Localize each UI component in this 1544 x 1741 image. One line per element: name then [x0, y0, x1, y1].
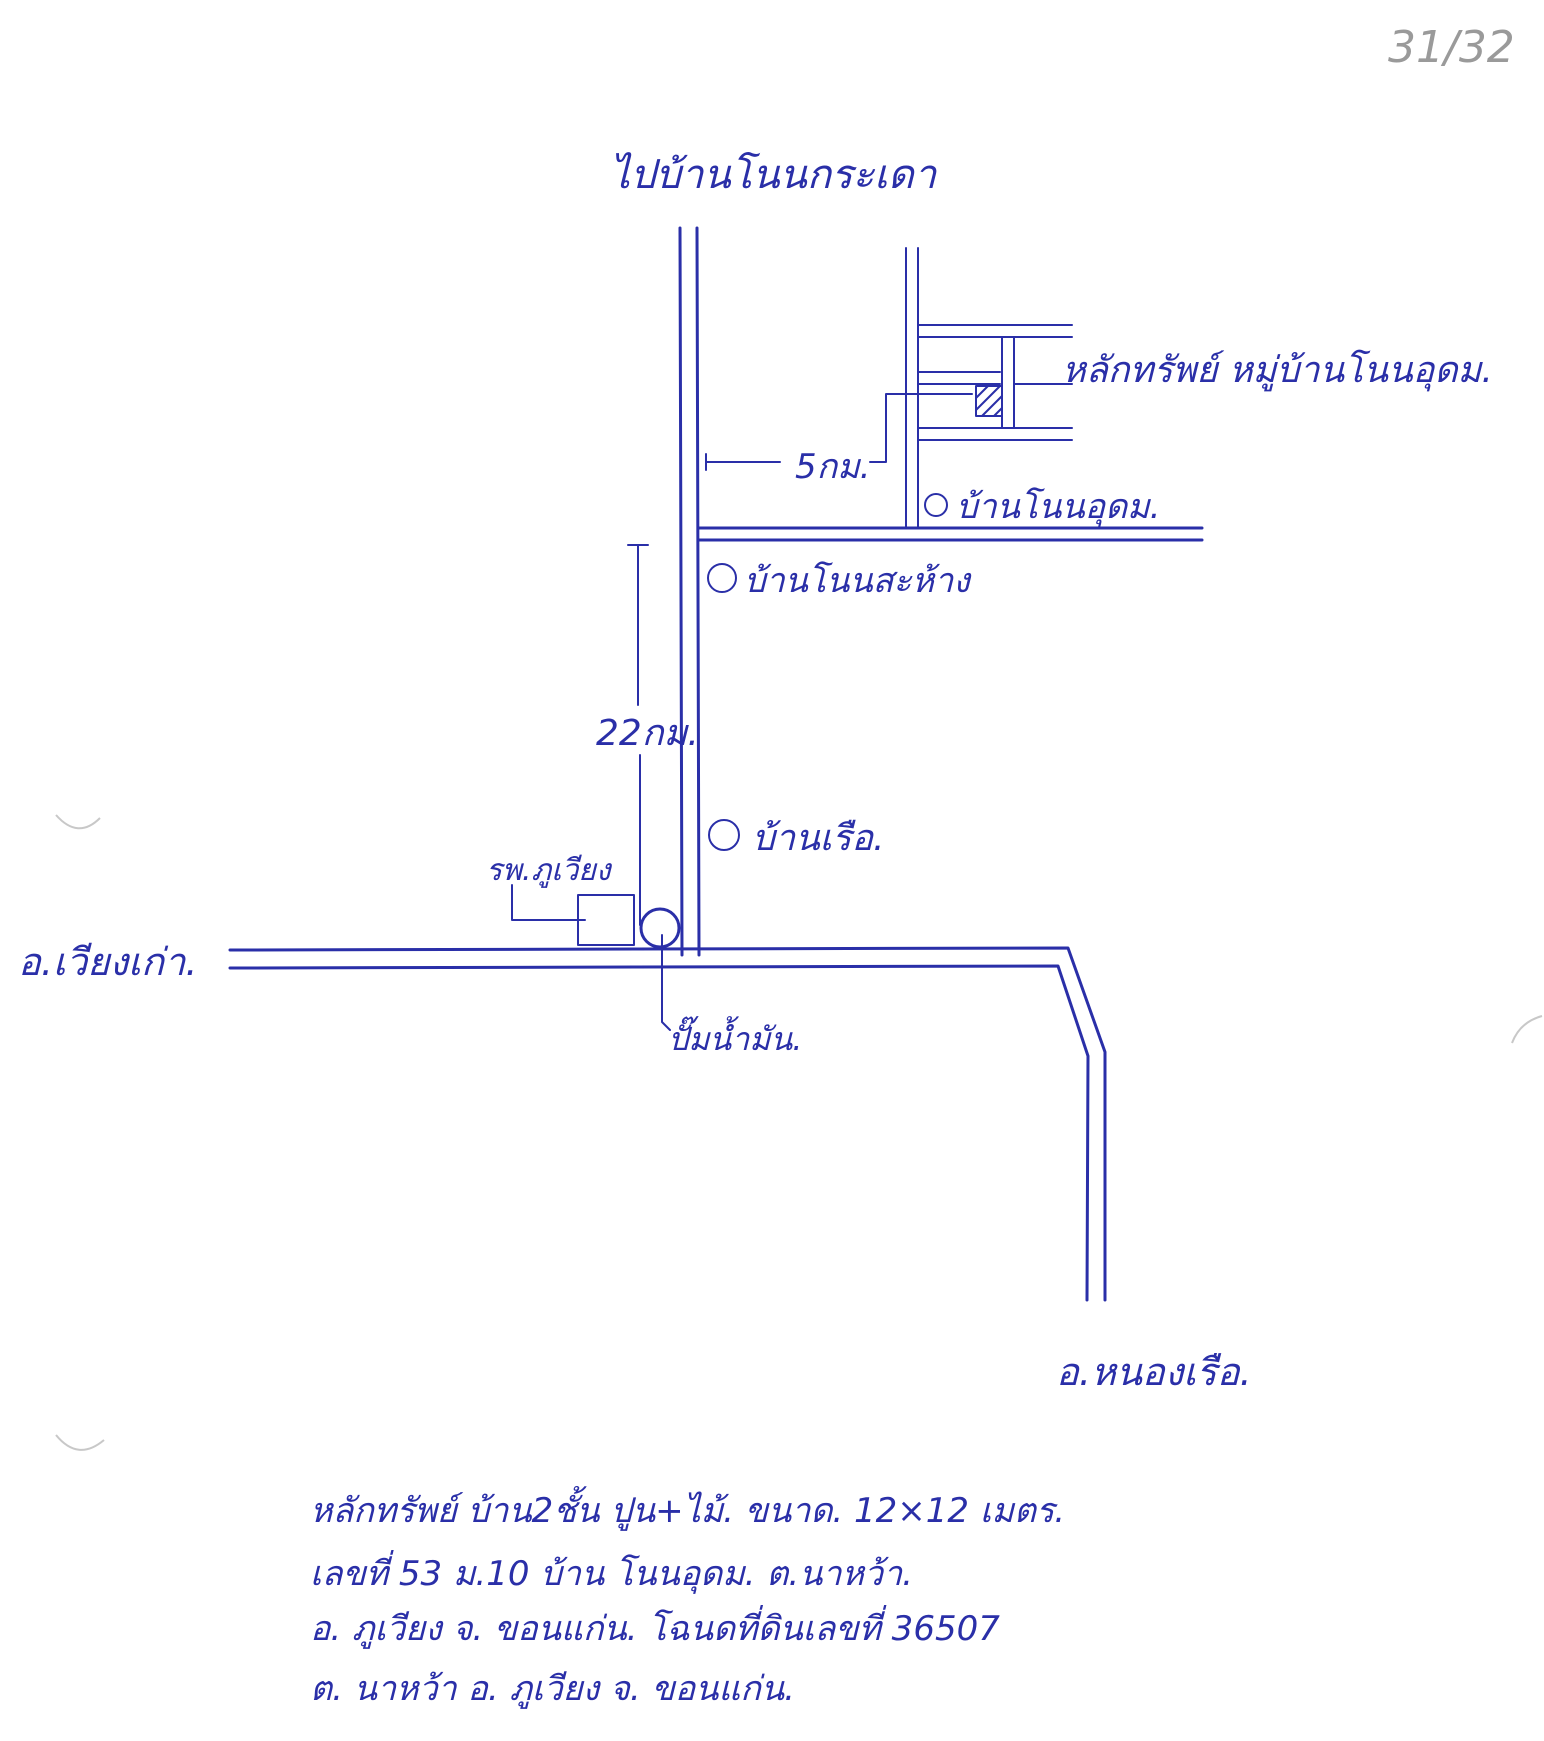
hospital-pointer [511, 884, 586, 921]
distance-22km-indicator [627, 544, 649, 926]
paper-mark-right [1511, 1015, 1543, 1044]
distance-5km-indicator [705, 393, 973, 471]
road-to-ban-non-udom [697, 526, 1204, 542]
property-description: หลักทรัพย์ บ้าน2ชั้น ปูน+ไม้. ขนาด. 12×1… [310, 1485, 1065, 1709]
footer-line-1: หลักทรัพย์ บ้าน2ชั้น ปูน+ไม้. ขนาด. 12×1… [310, 1485, 1065, 1531]
punch-hole-bottom [55, 1434, 105, 1451]
district-south-label: อ.หนองเรือ. [1056, 1350, 1252, 1394]
main-road-east-west [228, 946, 1107, 1302]
footer-line-3: อ. ภูเวียง จ. ขอนแก่น. โฉนดที่ดินเลขที่ … [310, 1605, 1000, 1649]
property-marker [975, 385, 1003, 417]
ban-ruea-marker [708, 819, 740, 851]
district-west-label: อ.เวียงเก่า. [18, 940, 197, 984]
distance-5km-label: 5กม. [795, 447, 870, 487]
distance-22km-label: 22กม. [596, 713, 699, 754]
gas-station-label: ปั๊มน้ำมัน. [668, 1016, 802, 1058]
main-road-north-south [678, 226, 701, 957]
ban-non-sa-hang-label: บ้านโนนสะห้าง [744, 561, 972, 601]
hospital-label: รพ.ภูเวียง [486, 853, 613, 888]
gas-station-marker [639, 907, 681, 949]
village-roads [905, 247, 1073, 529]
ban-non-udom-marker [924, 493, 948, 517]
punch-hole-top [55, 814, 101, 830]
to-village-north-label: ไปบ้านโนนกระเดา [610, 151, 938, 198]
ban-non-udom-label: บ้านโนนอุดม. [956, 487, 1160, 527]
hospital-building [577, 894, 635, 946]
footer-line-4: ต. นาหว้า อ. ภูเวียง จ. ขอนแก่น. [310, 1669, 795, 1709]
page-number: 31/32 [1388, 22, 1515, 73]
property-village-label: หลักทรัพย์ หมู่บ้านโนนอุดม. [1062, 349, 1493, 392]
footer-line-2: เลขที่ 53 ม.10 บ้าน โนนอุดม. ต.นาหว้า. [310, 1550, 913, 1594]
ban-non-sa-hang-marker [707, 563, 737, 593]
ban-ruea-label: บ้านเรือ. [752, 818, 884, 859]
gas-station-pointer [661, 934, 671, 1031]
